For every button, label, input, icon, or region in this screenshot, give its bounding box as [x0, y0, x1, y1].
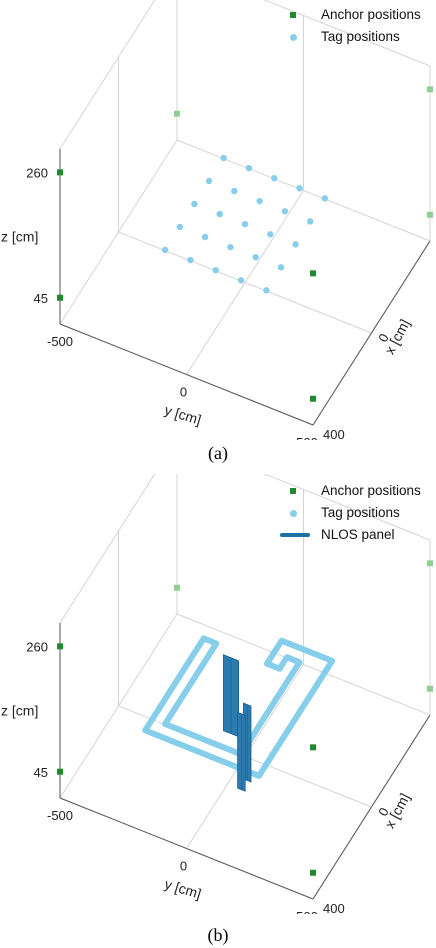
tag-point [161, 246, 169, 254]
z-tick-label: 260 [26, 165, 48, 180]
anchor-point [57, 294, 63, 301]
tag-point [321, 195, 329, 202]
anchor-series [57, 560, 433, 876]
y-tick-label: -500 [47, 334, 73, 349]
tag-point [191, 200, 198, 208]
anchor-point [427, 211, 433, 218]
y-tick-label: -500 [47, 808, 73, 823]
tag-point [176, 223, 183, 231]
anchor-point [57, 768, 63, 775]
legend-marker-anchor [280, 4, 304, 26]
y-tick-label: 0 [180, 385, 187, 400]
anchor-point [174, 110, 180, 117]
x-axis-line [312, 714, 431, 900]
z-tick-label: 260 [26, 639, 48, 654]
anchor-point [310, 869, 316, 876]
anchor-point [57, 169, 63, 176]
floor-gridline [118, 231, 372, 334]
tag-point [216, 210, 223, 218]
tag-point [220, 154, 227, 162]
legend-label: Tag positions [321, 29, 400, 44]
x-tick-label: 400 [323, 901, 345, 914]
legend-label: NLOS panel [321, 527, 395, 542]
tag-point [256, 197, 263, 205]
anchor-point [310, 395, 316, 402]
tag-point [231, 187, 238, 195]
tag-point [237, 277, 245, 284]
axis-labels: z [cm]y [cm]x [cm] [1, 229, 413, 428]
caption-a: (a) [208, 443, 228, 463]
y-tick-label: 0 [180, 859, 187, 874]
chart-panel-b: -5000500-400040045260z [cm]y [cm]x [cm] … [0, 474, 436, 914]
y-axis-label-wrap: y [cm] [163, 876, 203, 902]
legend-marker-tag [280, 502, 304, 524]
tag-point [277, 264, 285, 271]
legend-label: Anchor positions [321, 483, 421, 498]
z-tick-label: 45 [34, 765, 48, 780]
anchor-point [57, 643, 63, 650]
anchor-point [427, 685, 433, 692]
y-axis-line [59, 323, 314, 426]
tag-point [281, 208, 289, 215]
legend-marker-nlos [280, 524, 310, 546]
z-tick-label: 45 [34, 291, 48, 306]
tag-point [201, 233, 209, 241]
anchor-point [310, 270, 316, 277]
tag-point [227, 243, 234, 251]
anchor-point [174, 584, 180, 591]
x-axis-line [312, 240, 431, 426]
tag-point [245, 164, 253, 172]
axes [59, 149, 431, 426]
tag-series [161, 154, 329, 294]
legend-label: Anchor positions [321, 7, 421, 22]
z-axis-label: z [cm] [1, 703, 38, 719]
y-axis-line [59, 797, 314, 900]
anchor-point [427, 560, 433, 567]
tag-point [263, 287, 270, 294]
grid-lines [59, 0, 431, 426]
anchor-point [310, 744, 316, 751]
tag-point [267, 231, 274, 238]
tag-point [187, 256, 194, 264]
tag-point [271, 174, 278, 182]
y-axis-label: y [cm] [163, 876, 203, 902]
y-tick-label: 500 [296, 435, 318, 440]
tag-point [241, 220, 249, 228]
chart-b-svg: -5000500-400040045260z [cm]y [cm]x [cm] [1, 474, 433, 914]
tag-point [296, 185, 303, 192]
tag-trajectory [142, 635, 336, 779]
caption-b: (b) [207, 925, 229, 945]
anchor-series [57, 86, 433, 402]
tag-point [292, 241, 299, 248]
x-tick-label: 400 [323, 427, 345, 440]
y-axis-label: y [cm] [163, 402, 203, 428]
chart-a-svg: -5000500-400040045260z [cm]y [cm]x [cm] [1, 0, 433, 440]
anchor-point [427, 86, 433, 93]
y-tick-label: 500 [296, 909, 318, 914]
tag-point [252, 254, 259, 261]
tag-point [307, 218, 314, 225]
axis-labels: z [cm]y [cm]x [cm] [1, 703, 413, 902]
nlos-series [222, 654, 252, 792]
legend-marker-tag [280, 26, 304, 48]
z-axis-label: z [cm] [1, 229, 38, 245]
tick-labels: -5000500-400040045260 [26, 165, 392, 440]
chart-panel-a: -5000500-400040045260z [cm]y [cm]x [cm] … [0, 0, 436, 440]
legend-marker-anchor [280, 480, 304, 502]
legend-label: Tag positions [321, 505, 400, 520]
y-axis-label-wrap: y [cm] [163, 402, 203, 428]
tag-point [212, 266, 219, 274]
tag-point [205, 177, 213, 185]
